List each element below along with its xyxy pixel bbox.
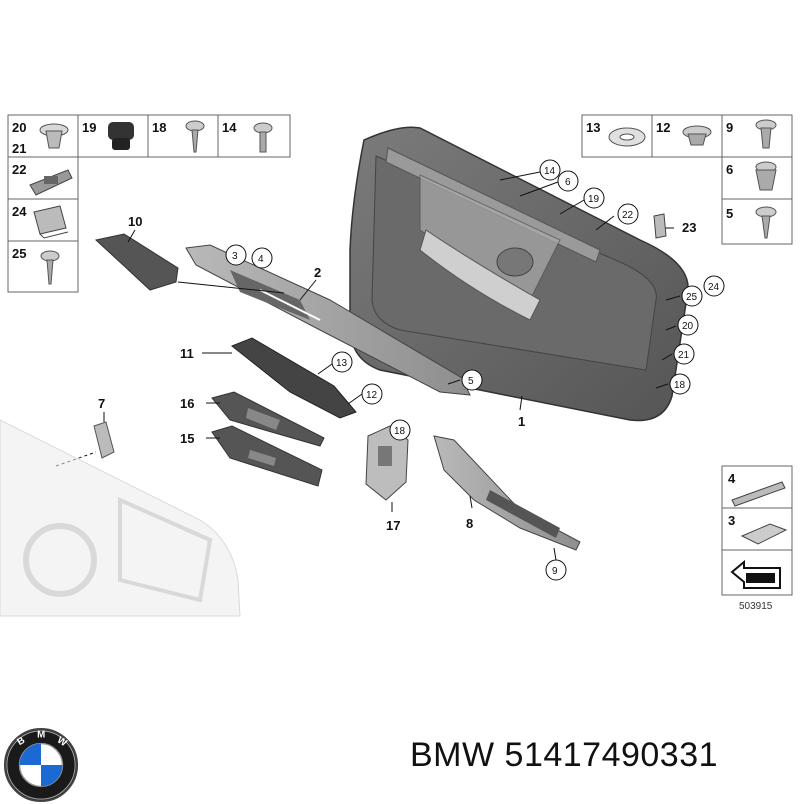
washer-part-icon [608, 127, 646, 147]
part-label-12: 12 [656, 120, 670, 135]
callout-25: 25 [686, 292, 698, 303]
callout-8: 8 [466, 516, 473, 531]
nut-part-icon [682, 125, 712, 146]
part-label-20: 20 [12, 120, 26, 135]
callout-19: 19 [588, 194, 600, 205]
callout-18-panel: 18 [674, 380, 686, 391]
svg-text:B: B [15, 735, 27, 748]
part-label-14: 14 [222, 120, 237, 135]
callout-20: 20 [682, 321, 694, 332]
svg-text:M: M [37, 730, 45, 741]
callout-2: 2 [314, 265, 321, 280]
part-label-22: 22 [12, 162, 26, 177]
callouts: 10 3 4 2 11 13 12 16 15 5 1 18 17 8 9 7 … [98, 159, 725, 581]
callout-5: 5 [468, 376, 474, 387]
leader-lines [103, 171, 681, 561]
door-handle-illustration [433, 435, 581, 551]
speaker-cover-illustration [94, 233, 285, 294]
rivet-part-icon [755, 119, 777, 149]
part-label-19: 19 [82, 120, 96, 135]
door-inner-frame-illustration [0, 419, 241, 617]
clip-23-icon [653, 213, 667, 239]
part-label-9: 9 [726, 120, 733, 135]
screw-part-icon [755, 206, 777, 239]
door-panel-illustration [349, 126, 689, 422]
part-label-5: 5 [726, 206, 733, 221]
part-label-24: 24 [12, 204, 27, 219]
trim-strip-illustration [185, 244, 471, 396]
callout-15: 15 [180, 431, 194, 446]
clip-part-icon [39, 123, 69, 149]
part-number-caption: BMW 51417490331 [410, 736, 719, 774]
callout-11: 11 [180, 346, 194, 361]
callout-24: 24 [708, 282, 720, 293]
callout-3: 3 [232, 251, 238, 262]
callout-23: 23 [682, 220, 696, 235]
callout-18-switch: 18 [394, 426, 406, 437]
part-label-21: 21 [12, 141, 26, 156]
callout-9: 9 [552, 566, 558, 577]
switch-panel-illustration [211, 391, 325, 447]
mirror-switch-illustration [365, 425, 409, 501]
right-parts-table: 13 12 9 6 5 [581, 114, 793, 245]
spring-clip-part-icon [33, 205, 69, 239]
callout-16: 16 [180, 396, 194, 411]
screw-part-icon [185, 120, 205, 153]
part-label-6: 6 [726, 162, 733, 177]
screw-part-icon [40, 250, 60, 285]
part-label-4: 4 [728, 471, 736, 486]
bracket-part-icon [740, 523, 788, 545]
callout-12: 12 [366, 390, 378, 401]
bracket-part-icon [29, 169, 73, 196]
callout-1: 1 [518, 414, 525, 429]
callout-6: 6 [565, 177, 571, 188]
callout-17: 17 [386, 518, 400, 533]
arrow-symbol-icon [730, 559, 781, 589]
strip-part-icon [731, 481, 786, 507]
part-label-18: 18 [152, 120, 166, 135]
detail-parts-table: 4 3 503915 [721, 465, 793, 612]
bmw-logo-icon: B M W [3, 727, 79, 803]
callout-14: 14 [544, 166, 556, 177]
callout-13: 13 [336, 358, 348, 369]
screw-part-icon [253, 122, 273, 153]
left-parts-table: 20 21 19 18 14 22 24 25 [7, 114, 291, 293]
callout-21: 21 [678, 350, 690, 361]
clip-nut-part-icon [755, 161, 777, 191]
callout-7: 7 [98, 396, 105, 411]
callout-10: 10 [128, 214, 142, 229]
part-label-25: 25 [12, 246, 26, 261]
callout-4: 4 [258, 254, 264, 265]
callout-22: 22 [622, 210, 634, 221]
switch-cover-illustration [211, 425, 323, 487]
grommet-part-icon [108, 122, 134, 150]
figure-number: 503915 [739, 601, 773, 612]
part-label-3: 3 [728, 513, 735, 528]
part-label-13: 13 [586, 120, 600, 135]
armrest-pad-illustration [231, 337, 357, 419]
